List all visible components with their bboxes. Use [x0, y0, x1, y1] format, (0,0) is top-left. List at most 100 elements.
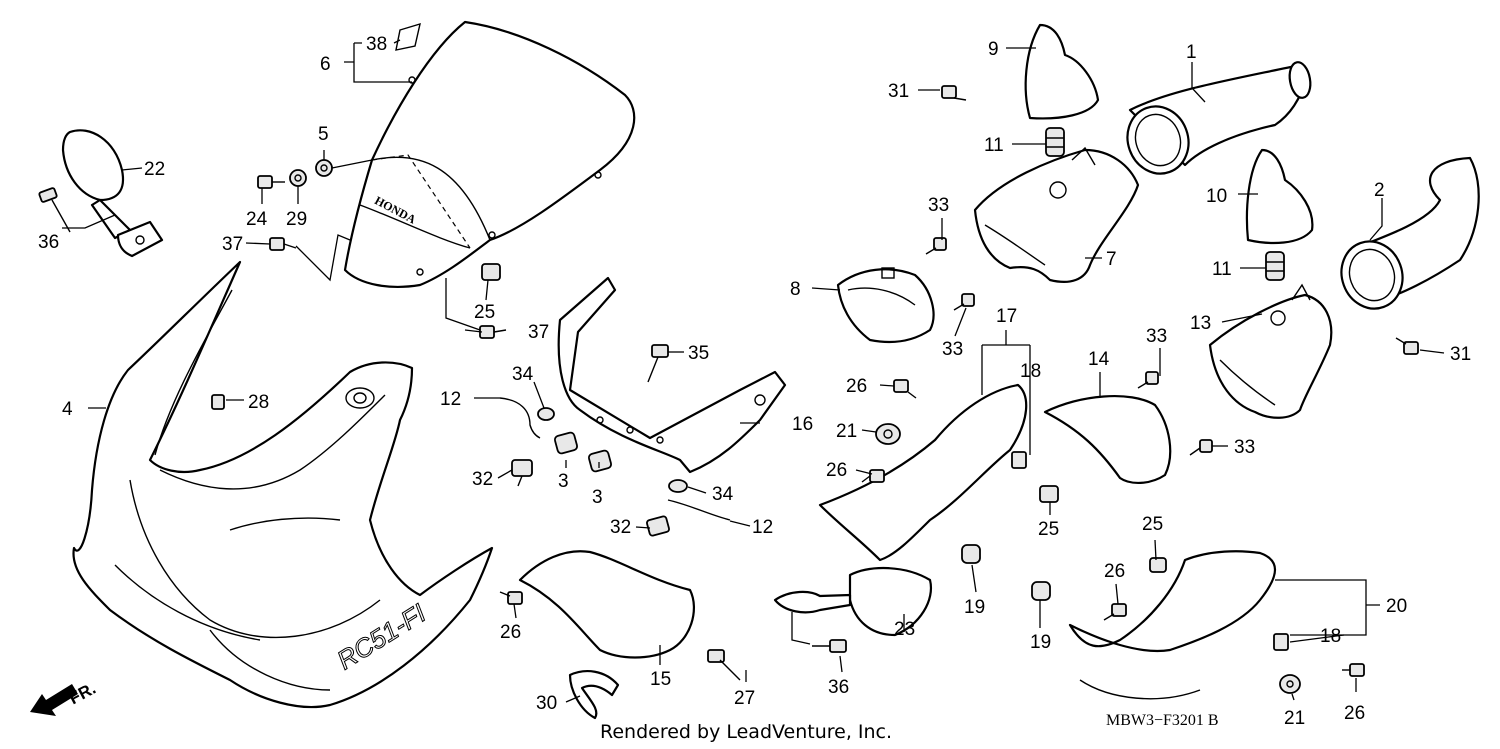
callout-35: 35 — [688, 343, 709, 364]
callout-38: 38 — [366, 34, 387, 55]
callout-22: 22 — [144, 159, 165, 180]
callout-26: 26 — [826, 460, 847, 481]
clip-nut-icon — [1011, 451, 1027, 469]
fairing-stay-16 — [557, 276, 787, 474]
cover-10 — [1245, 148, 1314, 245]
callout-34: 34 — [512, 364, 534, 385]
lower-cowl-20 — [1068, 550, 1276, 652]
callout-19: 19 — [964, 597, 985, 618]
callout-26: 26 — [846, 376, 867, 397]
cover-9 — [1024, 23, 1100, 120]
callout-33: 33 — [1234, 437, 1255, 458]
callout-33: 33 — [928, 195, 949, 216]
screw-icon — [499, 591, 523, 605]
nut-icon — [1039, 485, 1059, 503]
callout-26: 26 — [1104, 561, 1125, 582]
clip-nut-icon — [211, 394, 225, 410]
callout-10: 10 — [1206, 186, 1227, 207]
duct-body-7 — [973, 146, 1140, 283]
nut-icon — [875, 423, 901, 445]
callout-23: 23 — [894, 619, 915, 640]
screw-icon — [861, 469, 885, 483]
grommet-icon — [588, 449, 612, 473]
grommet-icon — [537, 407, 555, 421]
callout-36: 36 — [38, 232, 59, 253]
callout-25: 25 — [1038, 519, 1059, 540]
callout-14: 14 — [1088, 349, 1110, 370]
callout-26: 26 — [1344, 703, 1365, 724]
screw-icon — [1137, 371, 1159, 389]
callout-1: 1 — [1186, 42, 1197, 63]
callout-31: 31 — [888, 81, 909, 102]
windscreen: HONDA — [343, 20, 636, 288]
callout-21: 21 — [1284, 708, 1305, 729]
screw-icon — [479, 325, 507, 339]
grommet-icon — [1045, 127, 1065, 157]
callout-11: 11 — [984, 135, 1004, 156]
nut-icon — [1279, 674, 1301, 694]
direction-label: FR. — [66, 679, 99, 709]
grommet-icon — [668, 479, 688, 493]
callout-25: 25 — [1142, 514, 1163, 535]
front-arrow-icon — [30, 684, 78, 716]
screw-icon — [257, 175, 285, 189]
intake-duct-2 — [1340, 156, 1480, 310]
callout-20: 20 — [1386, 596, 1407, 617]
callout-2: 2 — [1374, 180, 1385, 201]
screw-icon — [1103, 603, 1127, 621]
screw-icon — [1395, 337, 1419, 355]
grommet-icon — [961, 544, 981, 564]
grommet-icon — [1031, 581, 1051, 601]
callout-36: 36 — [828, 677, 849, 698]
screw-icon — [925, 237, 947, 255]
callout-26: 26 — [500, 622, 521, 643]
screw-icon — [953, 293, 975, 311]
clip-icon — [568, 670, 620, 720]
callout-32: 32 — [472, 469, 493, 490]
callout-21: 21 — [836, 421, 857, 442]
callout-27: 27 — [734, 688, 755, 709]
callout-28: 28 — [248, 392, 269, 413]
duct-body-13 — [1208, 283, 1333, 419]
rendered-by-footer: Rendered by LeadVenture, Inc. — [600, 721, 892, 743]
callout-29: 29 — [286, 209, 307, 230]
callout-31: 31 — [1450, 344, 1471, 365]
screw-icon — [646, 515, 670, 537]
bolt-icon — [647, 344, 669, 383]
callout-6: 6 — [320, 54, 331, 75]
nut-icon — [481, 263, 501, 281]
bolt-icon — [38, 187, 71, 233]
callout-33: 33 — [942, 339, 963, 360]
callout-33: 33 — [1146, 326, 1167, 347]
callout-15: 15 — [650, 669, 671, 690]
callout-labels: 1 2 3 3 4 5 6 7 8 9 10 11 11 12 12 13 14… — [38, 34, 1471, 729]
callout-8: 8 — [790, 279, 801, 300]
bolt-icon — [812, 639, 847, 653]
left-mirror — [61, 129, 164, 258]
callout-3: 3 — [558, 471, 569, 492]
callout-12: 12 — [440, 389, 461, 410]
screw-icon — [893, 379, 917, 399]
wire-clip-icon — [667, 499, 731, 521]
callout-34: 34 — [712, 484, 734, 505]
washer-icon — [289, 169, 307, 187]
callout-32: 32 — [610, 517, 631, 538]
grommet-icon — [554, 431, 578, 455]
intake-duct-1 — [1126, 61, 1312, 175]
callout-3: 3 — [592, 487, 603, 508]
screw-icon — [269, 237, 297, 251]
screw-icon — [511, 459, 533, 487]
callout-16: 16 — [792, 414, 813, 435]
front-direction-indicator: FR. — [30, 679, 99, 716]
callout-19: 19 — [1030, 632, 1051, 653]
right-mirror — [773, 567, 933, 637]
screw-icon — [941, 85, 967, 101]
leader-lines — [62, 39, 1445, 703]
clip-nut-icon — [1273, 633, 1289, 651]
washer-icon — [315, 159, 333, 177]
callout-37: 37 — [528, 322, 549, 343]
wire-clip-icon — [499, 397, 541, 439]
callout-25: 25 — [474, 302, 495, 323]
grommet-icon — [1265, 251, 1285, 281]
